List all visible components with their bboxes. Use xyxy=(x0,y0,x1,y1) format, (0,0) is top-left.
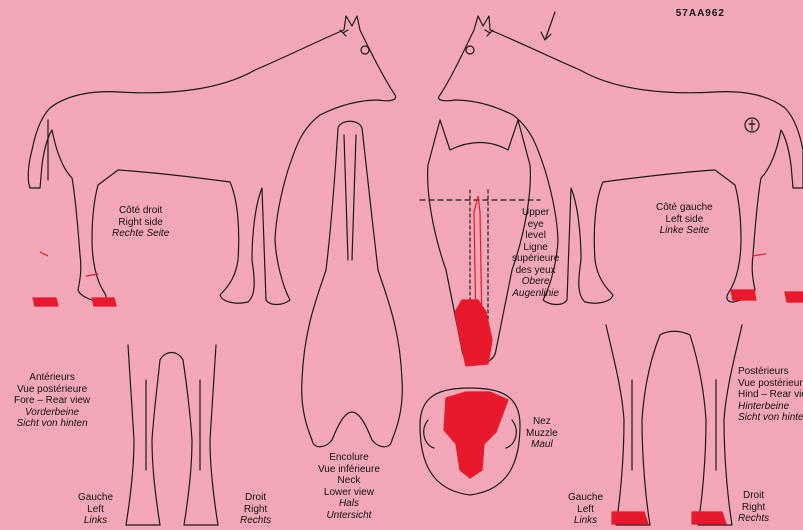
label-neck-en1: Neck xyxy=(318,475,380,487)
label-hind-left: Gauche Left Links xyxy=(568,492,603,527)
label-hindlegs-en: Hind – Rear view xyxy=(738,389,803,401)
label-forelegs-en: Fore – Rear view xyxy=(14,395,90,407)
label-hind-left-de: Links xyxy=(568,515,603,527)
label-hind-right-en: Right xyxy=(738,502,769,514)
horse-left-side-outline xyxy=(438,12,803,305)
reference-code: 57AA962 xyxy=(676,8,725,19)
label-fore-right: Droit Right Rechts xyxy=(240,492,271,527)
label-forelegs-de1: Vorderbeine xyxy=(14,407,90,419)
label-muzzle-fr: Nez xyxy=(526,416,558,428)
label-fore-left-fr: Gauche xyxy=(78,492,113,504)
label-forelegs-de2: Sicht von hinten xyxy=(14,418,90,430)
label-right-side-en: Right side xyxy=(112,217,169,229)
label-eye-en1: Upper xyxy=(512,207,559,219)
label-hind-right: Droit Right Rechts xyxy=(738,490,769,525)
label-fore-left: Gauche Left Links xyxy=(78,492,113,527)
label-left-side: Côté gauche Left side Linke Seite xyxy=(656,202,713,237)
label-hindlegs-fr2: Vue postérieure xyxy=(738,378,803,390)
label-neck-de2: Untersicht xyxy=(318,510,380,522)
label-muzzle-de: Maul xyxy=(526,439,558,451)
label-fore-right-en: Right xyxy=(240,504,271,516)
markings-red xyxy=(33,196,803,524)
label-hind-right-fr: Droit xyxy=(738,490,769,502)
label-neck-fr1: Encolure xyxy=(318,452,380,464)
forelegs-rear-view-outline xyxy=(126,345,218,525)
label-eye-en2: eye xyxy=(512,219,559,231)
label-fore-left-en: Left xyxy=(78,504,113,516)
label-neck-en2: Lower view xyxy=(318,487,380,499)
neck-lower-view-outline xyxy=(302,121,403,447)
label-left-side-en: Left side xyxy=(656,214,713,226)
label-fore-left-de: Links xyxy=(78,515,113,527)
label-fore-right-fr: Droit xyxy=(240,492,271,504)
label-neck-de1: Hals xyxy=(318,498,380,510)
label-muzzle: Nez Muzzle Maul xyxy=(526,416,558,451)
label-hind-right-de: Rechts xyxy=(738,513,769,525)
horse-right-side-outline xyxy=(28,16,395,305)
label-neck: Encolure Vue inférieure Neck Lower view … xyxy=(318,452,380,521)
hindlegs-rear-view-outline xyxy=(606,325,742,525)
label-hind-left-fr: Gauche xyxy=(568,492,603,504)
label-hindlegs: Postérieurs Vue postérieure Hind – Rear … xyxy=(738,366,803,424)
label-eye-en3: level xyxy=(512,230,559,242)
label-neck-fr2: Vue inférieure xyxy=(318,464,380,476)
label-hindlegs-fr1: Postérieurs xyxy=(738,366,803,378)
label-hind-left-en: Left xyxy=(568,504,603,516)
label-hindlegs-de1: Hinterbeine xyxy=(738,401,803,413)
label-fore-right-de: Rechts xyxy=(240,515,271,527)
label-hindlegs-de2: Sicht von hinten xyxy=(738,412,803,424)
label-eye-fr3: des yeux xyxy=(512,265,559,277)
label-eye-fr1: Ligne xyxy=(512,242,559,254)
label-muzzle-en: Muzzle xyxy=(526,428,558,440)
label-right-side-fr: Côté droit xyxy=(112,205,169,217)
label-left-side-fr: Côté gauche xyxy=(656,202,713,214)
label-forelegs-fr1: Antérieurs xyxy=(14,372,90,384)
label-right-side: Côté droit Right side Rechte Seite xyxy=(112,205,169,240)
label-forelegs-fr2: Vue postérieure xyxy=(14,384,90,396)
label-forelegs: Antérieurs Vue postérieure Fore – Rear v… xyxy=(14,372,90,430)
label-left-side-de: Linke Seite xyxy=(656,225,713,237)
label-eye-de1: Obere xyxy=(512,276,559,288)
label-right-side-de: Rechte Seite xyxy=(112,228,169,240)
label-eye-fr2: supérieure xyxy=(512,253,559,265)
label-eye-level: Upper eye level Ligne supérieure des yeu… xyxy=(512,207,559,299)
label-eye-de2: Augenlinie xyxy=(512,288,559,300)
